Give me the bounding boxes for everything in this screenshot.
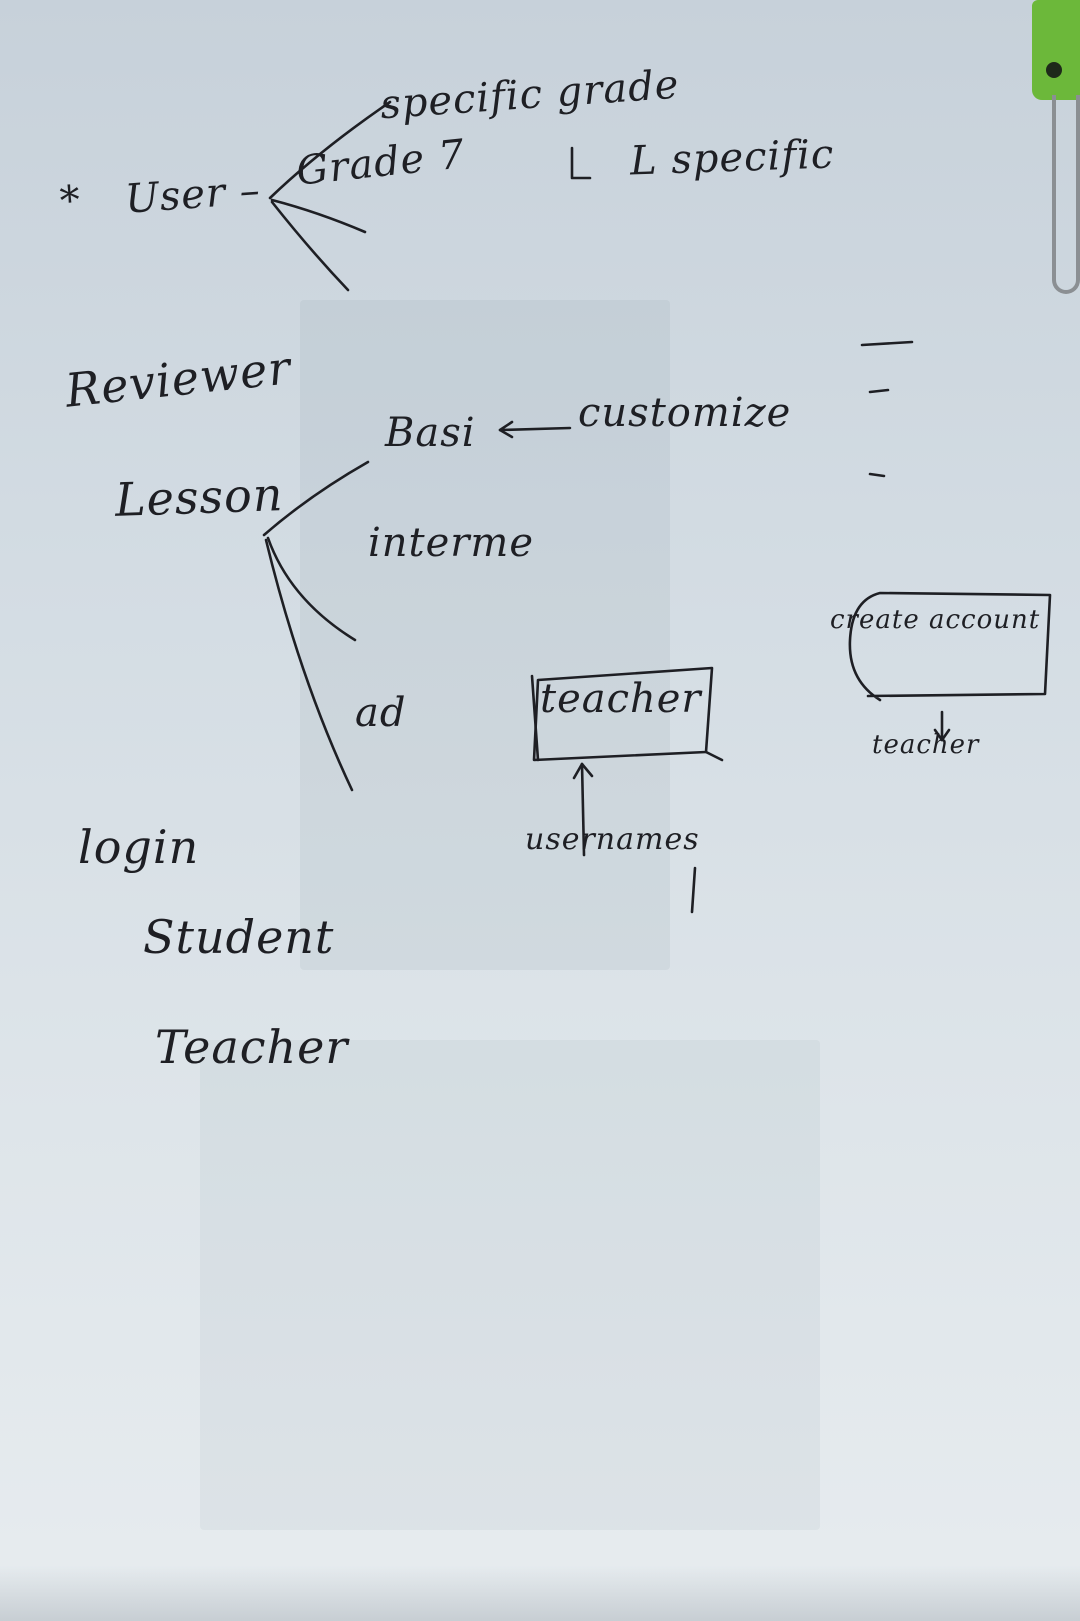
- level-advanced-label: ad: [355, 690, 407, 736]
- margin-dash: [868, 472, 886, 478]
- user-label: User –: [123, 167, 263, 223]
- paper-edge-shadow: [0, 1565, 1080, 1621]
- lesson-connector: [264, 538, 354, 792]
- binder-clip: [1032, 0, 1080, 100]
- lesson-connector: [266, 536, 357, 642]
- usernames-label: usernames: [525, 822, 700, 857]
- binder-clip-hole: [1046, 62, 1062, 78]
- teacher-box-label: teacher: [540, 676, 702, 722]
- create-account-label: create account: [830, 605, 1041, 635]
- customize-label: customize: [578, 390, 792, 436]
- teacher-box-outline: [530, 674, 724, 762]
- lesson-label: Lesson: [114, 467, 285, 527]
- customize-arrow: [498, 420, 514, 439]
- show-through-shadow: [200, 1040, 820, 1530]
- bullet-star: *: [58, 177, 83, 225]
- user-branch-connector: [268, 100, 392, 200]
- user-branch-connector: [270, 200, 350, 292]
- login-role-teacher: Teacher: [155, 1020, 349, 1074]
- customize-arrow: [498, 426, 572, 432]
- binder-clip-wire: [1052, 95, 1080, 294]
- specific-bracket: [570, 146, 592, 180]
- login-role-student: Student: [143, 910, 335, 964]
- show-through-shadow: [300, 300, 670, 970]
- lesson-connector: [262, 460, 370, 537]
- usernames-tail: [690, 866, 697, 914]
- usernames-arrow: [580, 762, 586, 857]
- login-label: login: [78, 820, 200, 874]
- create-account-target-label: teacher: [872, 730, 980, 760]
- level-basic-label: Basi: [385, 410, 476, 456]
- margin-dash: [860, 340, 914, 347]
- create-account-bubble: [848, 591, 1052, 702]
- margin-dash: [868, 388, 890, 394]
- create-account-arrow: [933, 728, 951, 742]
- level-intermediate-label: interme: [368, 520, 535, 566]
- usernames-arrow: [572, 762, 594, 780]
- user-branch-connector: [270, 198, 367, 234]
- specific-label: L specific: [629, 131, 836, 185]
